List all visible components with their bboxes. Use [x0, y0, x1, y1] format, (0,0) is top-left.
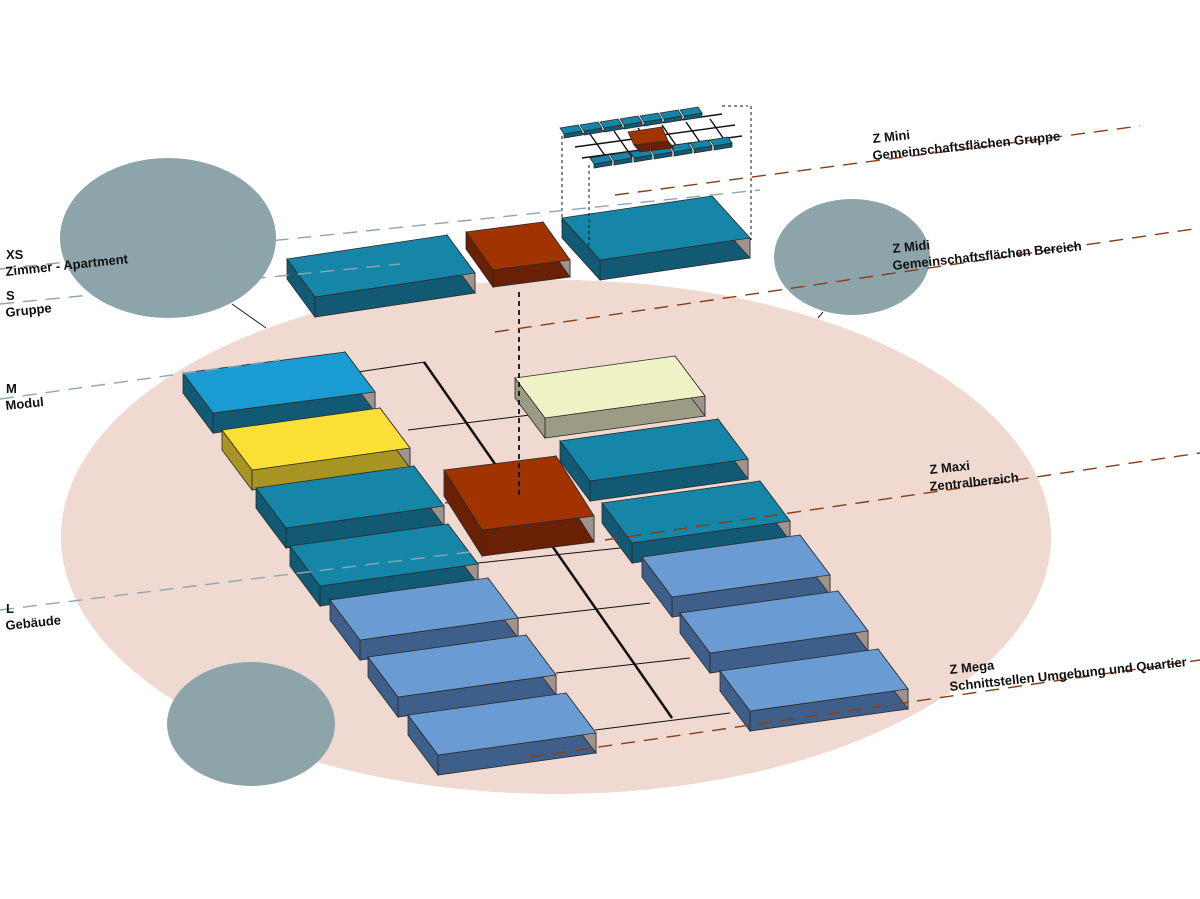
label-l-name: Gebäude [5, 612, 62, 633]
mini-room-back-3-top [599, 118, 623, 129]
mini-room-back-4 [619, 115, 643, 130]
level-line-zmega [529, 659, 1200, 758]
module-left-3 [255, 464, 445, 550]
mini-room-front-2-top [609, 151, 633, 162]
mini-grid-line [613, 130, 633, 158]
mini-room-back-1 [559, 124, 583, 139]
bubble-quartier [167, 662, 335, 786]
module-right-5-top [679, 590, 869, 654]
mini-room-back-6-top [659, 109, 683, 120]
module-right-3-top [601, 480, 791, 544]
module-left-7 [407, 691, 597, 777]
mini-room-back-2 [579, 121, 603, 136]
module-right-4 [641, 533, 831, 619]
mini-room-back-6 [659, 109, 683, 124]
mini-room-back-4-top [619, 115, 643, 126]
bubble-zimmer [60, 158, 276, 318]
mini-room-front-1 [589, 154, 613, 169]
module-right-5 [679, 589, 869, 675]
mini-room-back-3 [599, 118, 623, 133]
mini-room-front-2 [609, 151, 633, 166]
mini-room-front-5 [669, 142, 693, 157]
label-m-code: M [6, 381, 17, 396]
label-zmidi-code: Z Midi [892, 237, 931, 256]
label-m-name: Modul [5, 394, 45, 413]
mini-room-front-5-top [669, 142, 693, 153]
level-line-zmaxi [604, 452, 1200, 541]
module-right-2 [559, 417, 749, 503]
module-left-6-top [367, 634, 557, 698]
module-right-2-top [559, 418, 749, 482]
bubble-bereich-connector [817, 311, 824, 319]
label-s-code: S [6, 288, 15, 303]
mini-group-exploded [559, 106, 743, 169]
mini-room-back-5-top [639, 112, 663, 123]
level-line-m [0, 359, 281, 400]
module-left-4-top [289, 523, 479, 587]
mini-room-back-5 [639, 112, 663, 127]
mini-hub [627, 126, 675, 153]
mini-room-back-1-top [559, 124, 583, 135]
level-line-s [0, 263, 401, 305]
label-zmini-code: Z Mini [872, 127, 911, 146]
module-right-4-top [641, 534, 831, 598]
level-line-l [0, 551, 471, 611]
module-left-6 [367, 633, 557, 719]
group-slab-right-top [561, 195, 751, 261]
mini-room-front-4 [649, 145, 673, 160]
module-left-5-top [329, 577, 519, 641]
group-slab-center [465, 220, 571, 289]
level-line-xs [0, 189, 761, 270]
module-left-3-top [255, 465, 445, 529]
bubble-bereich [774, 199, 930, 315]
level-lines [0, 125, 1200, 758]
mini-room-front-7 [709, 136, 733, 151]
mini-room-front-6-top [689, 139, 713, 150]
mini-room-front-1-top [589, 154, 613, 165]
label-xs-code: XS [6, 247, 24, 262]
label-s-name: Gruppe [5, 300, 53, 320]
group-slab-center-top [465, 221, 571, 271]
mini-room-back-7-top [679, 106, 703, 117]
module-right-3 [601, 479, 791, 565]
mini-room-back-7 [679, 106, 703, 121]
label-zmega-code: Z Mega [949, 657, 996, 677]
mini-hub-top [627, 126, 669, 146]
label-l-code: L [6, 601, 14, 616]
group-slab-right [561, 194, 751, 282]
module-right-1 [514, 354, 706, 440]
mini-room-back-2-top [579, 121, 603, 132]
module-right-6 [719, 647, 909, 733]
module-left-2-top [221, 407, 411, 471]
module-left-5 [329, 576, 519, 662]
level-line-zmidi [494, 227, 1200, 333]
left-labels: XS Zimmer - Apartment S Gruppe M Modul L… [5, 247, 130, 633]
group-slab-left-top [286, 234, 476, 298]
group-slab-left [286, 233, 476, 319]
module-left-7-top [407, 692, 597, 756]
building-blocks [182, 194, 909, 777]
level-line-zmini [614, 125, 1141, 196]
central-hub [443, 454, 595, 558]
module-right-6-top [719, 648, 909, 712]
mini-room-front-6 [689, 139, 713, 154]
label-zmaxi-code: Z Maxi [929, 458, 971, 477]
module-right-1-top [514, 355, 706, 419]
bubble-zimmer-connector [231, 303, 267, 329]
mini-room-front-7-top [709, 136, 733, 147]
